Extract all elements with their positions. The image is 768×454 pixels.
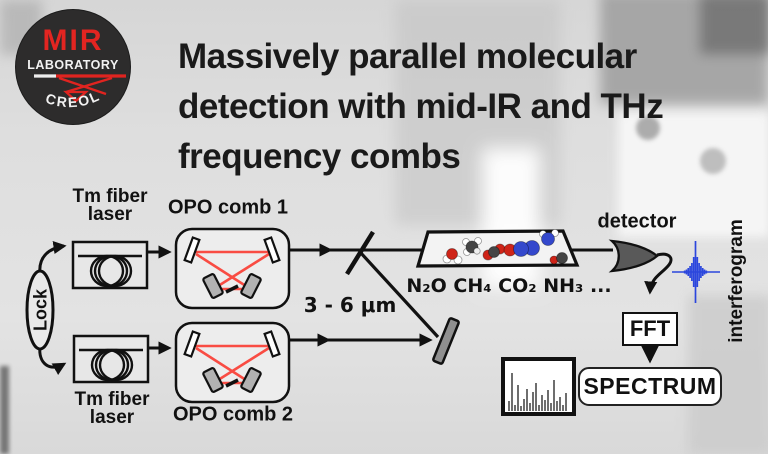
- spectrum-bar: [538, 405, 540, 411]
- page-title: Massively parallel molecular detection w…: [178, 37, 664, 176]
- logo-creol: CREOL: [44, 87, 101, 110]
- spectrum-box: SPECTRUM: [578, 367, 722, 406]
- spectrum-bar: [529, 403, 531, 411]
- interferogram-label: interferogram: [726, 219, 747, 343]
- svg-text:CREOL: CREOL: [44, 87, 103, 110]
- spectrum-bar: [523, 399, 525, 411]
- molecule-co2: [482, 243, 506, 261]
- spectrum-bar: [544, 400, 546, 411]
- spectrum-bar: [547, 390, 549, 411]
- spectrum-bar: [526, 389, 528, 411]
- folded-beam: [358, 250, 440, 339]
- spectrum-inset-plot: [501, 357, 576, 416]
- spectrum-bar: [565, 393, 567, 411]
- opo-comb-2-box: [174, 321, 291, 404]
- spectrum-bar: [556, 401, 558, 411]
- detector-to-fft-arrow: [644, 252, 673, 295]
- interferogram-burst: [683, 241, 708, 303]
- fft-box: FFT: [622, 312, 678, 346]
- beamsplitter: [345, 230, 375, 276]
- mir-laboratory-logo: MIR LABORATORY CREOL: [16, 10, 130, 124]
- molecule-h2o: [442, 248, 463, 265]
- gas-species-label: N₂O CH₄ CO₂ NH₃ ...: [406, 275, 612, 297]
- tm-fiber-laser-box-1: [71, 240, 149, 290]
- lock-label: Lock: [30, 288, 51, 332]
- molecule-co: [549, 252, 568, 265]
- tm-fiber-laser-label-bottom: Tm fiber laser: [74, 389, 150, 428]
- logo-title: MIR: [42, 24, 104, 57]
- spectrum-bar: [553, 380, 555, 411]
- molecule-n2o: [503, 240, 540, 257]
- spectrum-bar: [541, 395, 543, 411]
- molecule-nh3: [539, 229, 559, 246]
- tm-fiber-laser-label-top: Tm fiber laser: [72, 186, 148, 225]
- spectrum-bar: [550, 403, 552, 411]
- spectrum-bar: [532, 392, 534, 411]
- spectrum-bar: [535, 383, 537, 411]
- spectrum-bar: [508, 401, 510, 411]
- opo-comb-1-box: [174, 227, 291, 310]
- detector-icon: [608, 239, 659, 273]
- spectrum-bar: [520, 406, 522, 411]
- lock-arrow-top: [38, 240, 67, 275]
- spectrum-bar: [562, 405, 564, 411]
- logo-emblem: CREOL: [34, 74, 126, 110]
- logo-subtitle: LABORATORY: [27, 58, 119, 72]
- spectrum-bar: [517, 385, 519, 411]
- opo-comb-2-label: OPO comb 2: [172, 403, 294, 426]
- fold-mirror: [432, 317, 460, 365]
- wavelength-label: 3 - 6 μm: [303, 293, 397, 317]
- spectrum-bar: [514, 405, 516, 411]
- molecule-ch4: [462, 237, 482, 256]
- detector-label: detector: [597, 210, 677, 233]
- tm-fiber-laser-box-2: [72, 334, 150, 384]
- lock-ellipse: [25, 269, 55, 351]
- opo-comb-1-label: OPO comb 1: [167, 196, 289, 219]
- spectrum-bar: [511, 373, 513, 411]
- spectrum-bar: [559, 397, 561, 411]
